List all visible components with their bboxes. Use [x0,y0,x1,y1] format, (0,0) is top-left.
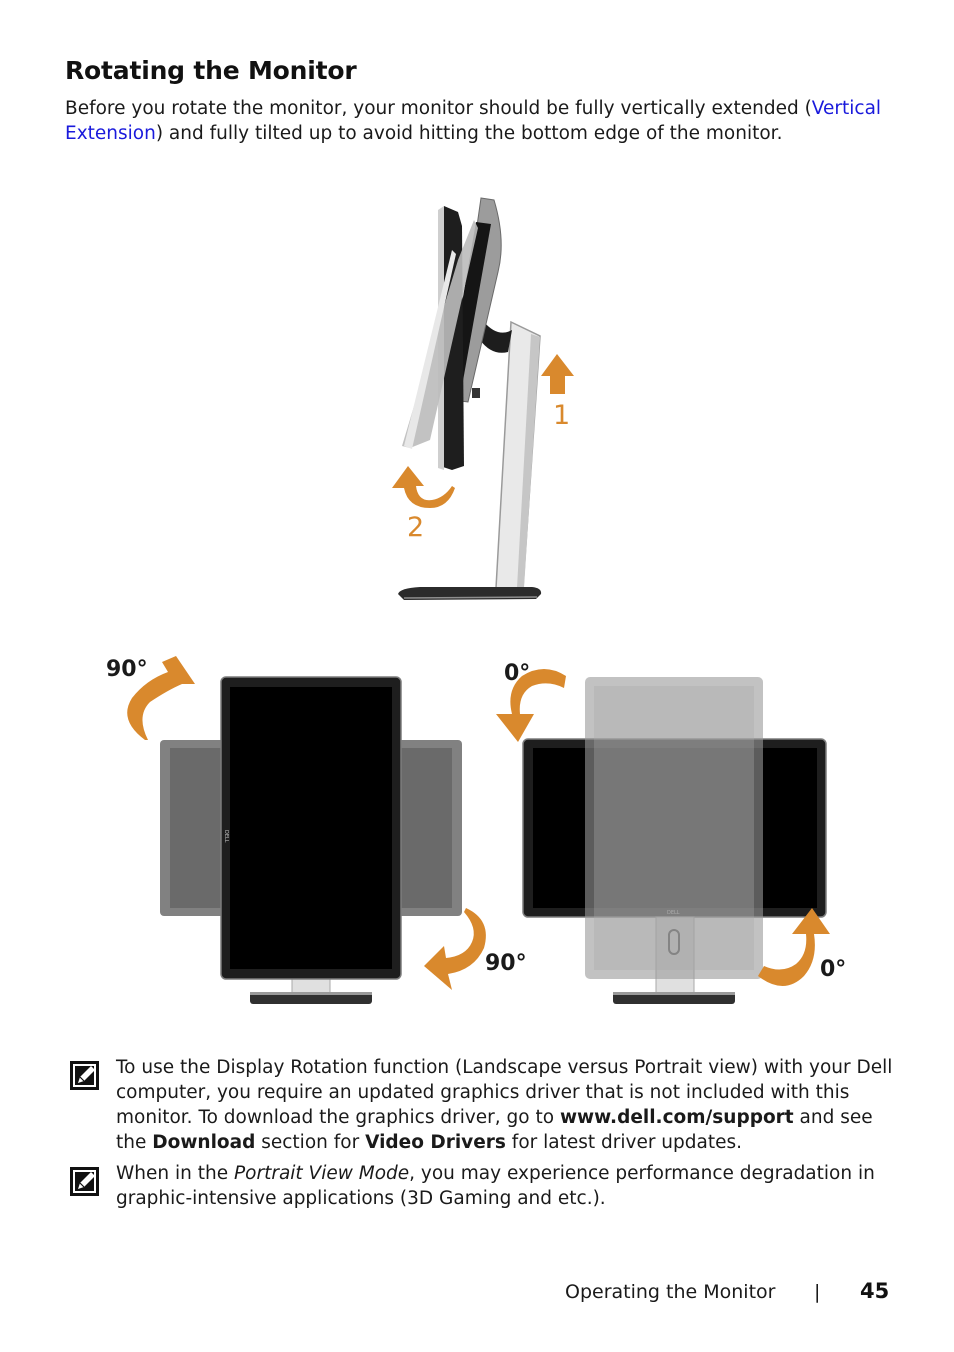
note-pencil-icon [70,1167,99,1196]
monitor-panel-side [402,197,512,470]
note-1-text-2: and see the [116,1107,873,1153]
step-2-label: 2 [407,512,424,543]
rotate-arrow-right-bottom-icon [758,908,830,986]
portrait-monitor-left: DELL [220,676,402,980]
footer-section-title: Operating the Monitor [565,1281,776,1303]
page-title: Rotating the Monitor [65,56,357,85]
note-2-text-1: When in the [116,1163,234,1184]
angle-label-left-bottom: 90° [485,951,527,976]
rotate-arrow-left-bottom-icon [424,908,486,990]
intro-text-before: Before you rotate the monitor, your moni… [65,98,812,119]
page-number: 45 [860,1279,890,1303]
note-portrait-mode: When in the Portrait View Mode, you may … [116,1161,906,1211]
note-1-download: Download [152,1132,256,1153]
stand-base-left [250,975,372,1004]
side-view-illustration: 1 2 [392,197,574,600]
note-display-rotation: To use the Display Rotation function (La… [116,1055,906,1155]
rotate-arrow-left-top-icon [127,656,195,740]
angle-label-right-top: 0° [504,661,530,686]
arrow-up-icon [541,354,574,394]
intro-text-after: ) and fully tilted up to avoid hitting t… [155,123,783,144]
note-1-support-url: www.dell.com/support [559,1107,794,1128]
note-2-portrait-view-mode: Portrait View Mode [234,1163,410,1184]
note-1-text-1: To use the Display Rotation function (La… [116,1057,893,1128]
intro-paragraph: Before you rotate the monitor, your moni… [65,96,895,146]
note-1-video-drivers: Video Drivers [365,1132,506,1153]
angle-label-right-bottom: 0° [820,957,846,982]
tilt-arrow-icon [392,466,455,508]
note-2-text-2: , you may experience performance degrada… [116,1163,875,1209]
step-1-label: 1 [553,400,570,431]
angle-label-left-top: 90° [106,657,148,682]
rotate-arrow-right-top-icon [496,669,566,742]
portrait-ghost-right [585,677,763,979]
note-pencil-icon [70,1061,99,1090]
monitor-stand [398,320,542,600]
vertical-extension-link[interactable]: Vertical Extension [65,98,882,144]
dell-logo-left: DELL [223,830,229,843]
rotation-illustration: DELL 90° 90° DELL 0° 0° [106,656,846,1004]
note-1-text-3: section for [255,1132,366,1153]
note-1-text-4: for latest driver updates. [505,1132,743,1153]
footer-separator: | [814,1281,821,1303]
